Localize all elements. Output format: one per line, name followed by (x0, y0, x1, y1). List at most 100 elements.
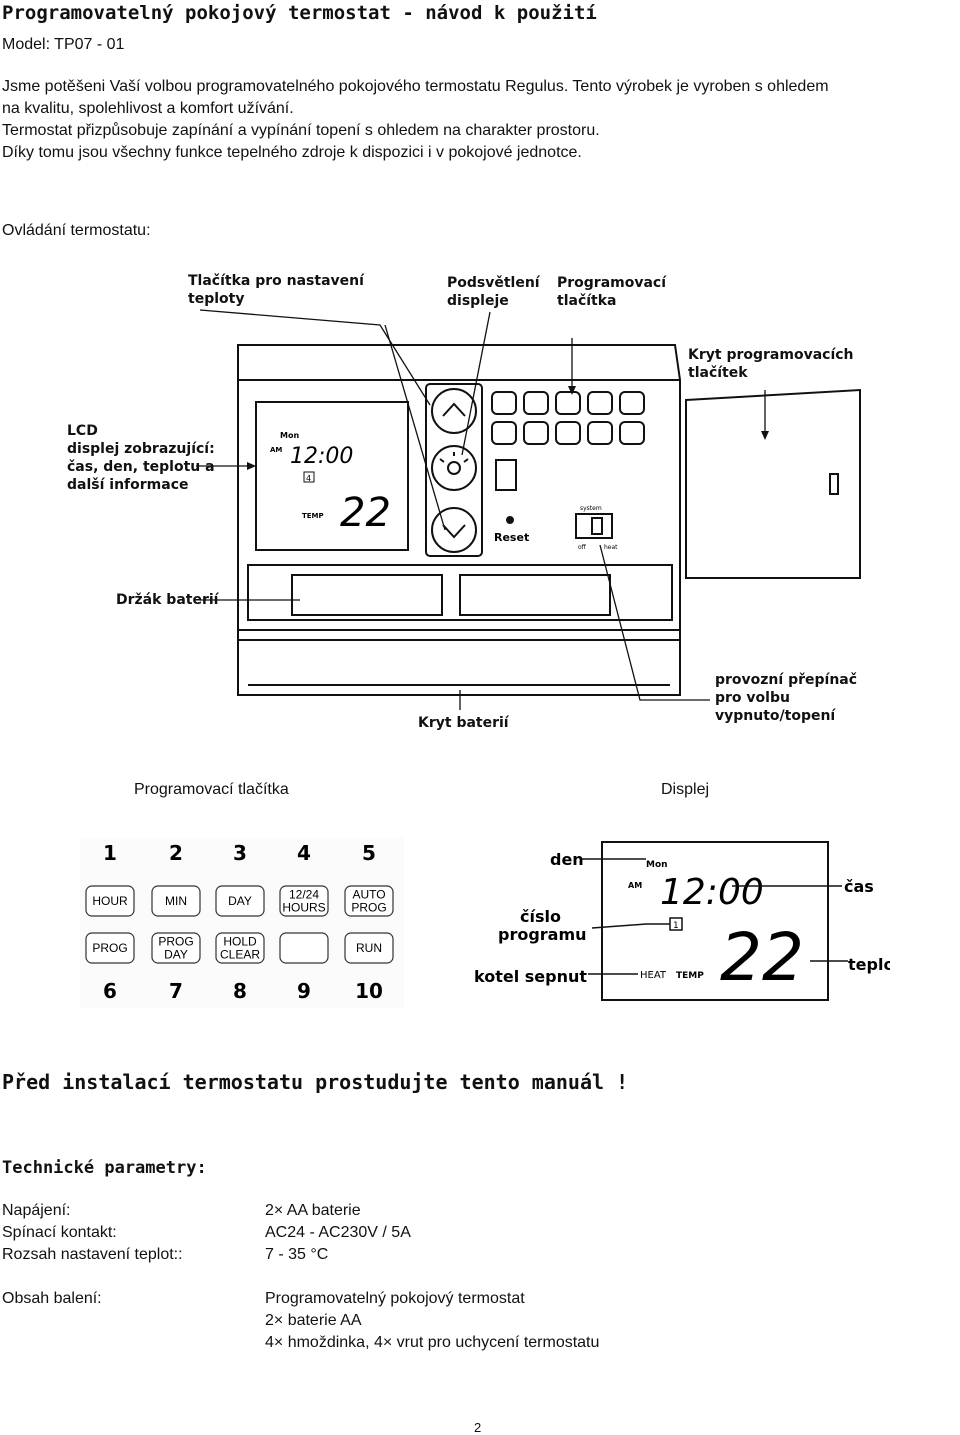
callout-line: Programovací (557, 275, 667, 291)
button-label: PROG (351, 901, 386, 915)
page-number: 2 (474, 1420, 482, 1435)
model-number: Model: TP07 - 01 (2, 36, 125, 53)
lcd-ampm: AM (270, 446, 282, 454)
prog-button-3 (215, 885, 265, 917)
package-item: 2× baterie AA (265, 1312, 362, 1329)
tech-label: Rozsah nastavení teplot:: (2, 1246, 183, 1263)
callout-battery-cover: Kryt baterií (418, 715, 509, 731)
button-number: 1 (103, 841, 117, 865)
callout-line: tlačítek (688, 365, 748, 381)
callout-line: pro volbu (715, 690, 790, 706)
lcd-program: 4 (306, 474, 311, 483)
lcd-temp-label: TEMP (302, 512, 324, 520)
program-button-grid (491, 391, 645, 445)
intro-line: Termostat přizpůsobuje zapínání a vypíná… (2, 122, 600, 139)
lcd-day: Mon (280, 431, 299, 440)
intro-line: Jsme potěšeni Vaší volbou programovateln… (2, 78, 829, 95)
lcd-window (255, 401, 409, 551)
warning-text: Před instalací termostatu prostudujte te… (2, 1070, 629, 1094)
callout-line: vypnuto/topení (715, 708, 836, 724)
prog-button-4 (279, 885, 329, 917)
button-label: PROG (92, 941, 127, 955)
page-title: Programovatelný pokojový termostat - náv… (2, 2, 597, 24)
display-label-program-2: programu (498, 925, 587, 944)
temp-up-button (431, 388, 477, 434)
callout-battery-holder: Držák baterií (116, 592, 219, 608)
button-label: CLEAR (220, 948, 260, 962)
button-number: 10 (355, 979, 383, 1003)
tech-value: 2× AA baterie (265, 1202, 361, 1219)
display-label-day: den (550, 850, 584, 869)
thermostat-illustration: Mon AM 12:00 4 TEMP 22 Reset system off … (196, 309, 861, 710)
intro-line: Díky tomu jsou všechny funkce tepelného … (2, 144, 582, 161)
package-item: 4× hmoždinka, 4× vrut pro uchycení termo… (265, 1334, 600, 1351)
callout-temp-buttons: Tlačítka pro nastavení teploty (188, 272, 364, 308)
switch-off-label: off (578, 544, 587, 551)
package-label: Obsah balení: (2, 1290, 102, 1307)
button-label: MIN (165, 894, 187, 908)
button-label: PROG (158, 935, 193, 949)
switch-heat-label: heat (604, 544, 618, 551)
prog-button-1 (85, 885, 135, 917)
display-label-program-1: číslo (520, 907, 561, 926)
button-label: HOURS (282, 901, 325, 915)
prog-buttons-heading: Programovací tlačítka (134, 781, 289, 798)
callout-cover: Kryt programovacích tlačítek (688, 346, 854, 382)
prog-button-8 (215, 932, 265, 964)
callout-line: displeje (447, 293, 509, 309)
display-label-time: čas (844, 877, 874, 896)
display-frame (601, 841, 829, 1001)
thermostat-body (237, 344, 681, 641)
tech-heading: Technické parametry: (2, 1158, 207, 1178)
temp-button-panel (425, 383, 483, 557)
prog-button-7 (151, 932, 201, 964)
callout-line: Tlačítka pro nastavení (188, 273, 364, 289)
button-label: RUN (356, 941, 382, 955)
button-number: 5 (362, 841, 376, 865)
package-item: Programovatelný pokojový termostat (265, 1290, 525, 1307)
button-number: 8 (233, 979, 247, 1003)
button-number: 7 (169, 979, 183, 1003)
tech-label: Spínací kontakt: (2, 1224, 117, 1241)
backlight-button (431, 445, 477, 491)
system-label: system (580, 505, 602, 512)
display-day: Mon (646, 860, 668, 870)
display-heading: Displej (661, 781, 710, 798)
battery-cover (237, 629, 681, 696)
intro-line: na kvalitu, spolehlivost a komfort užívá… (2, 100, 294, 117)
button-cover (685, 388, 861, 579)
intro-paragraph: Jsme potěšeni Vaší volbou programovateln… (2, 76, 960, 164)
button-number: 3 (233, 841, 247, 865)
temp-down-button (431, 507, 477, 553)
tech-labels: Napájení: Spínací kontakt: Rozsah nastav… (2, 1200, 183, 1266)
prog-button-2 (151, 885, 201, 917)
display-temp: 22 (720, 919, 804, 996)
prog-button-10 (344, 932, 394, 964)
display-figure: Mon AM 12:00 1 HEAT TEMP 22 den číslo pr… (474, 841, 890, 1001)
controls-heading: Ovládání termostatu: (2, 222, 151, 239)
display-label-temp: teplota (848, 955, 890, 974)
battery-holder (247, 564, 673, 621)
callout-line: další informace (67, 477, 189, 493)
display-ampm: AM (628, 881, 642, 890)
prog-button-5 (344, 885, 394, 917)
tech-values: 2× AA baterie AC24 - AC230V / 5A 7 - 35 … (265, 1200, 411, 1266)
system-switch (575, 513, 613, 539)
display-label-boiler: kotel sepnut (474, 967, 587, 986)
tech-value: AC24 - AC230V / 5A (265, 1224, 411, 1241)
callout-backlight: Podsvětlení displeje (447, 274, 540, 310)
backlight-switch (495, 459, 517, 491)
display-heat: HEAT (640, 970, 667, 981)
callout-prog-buttons: Programovací tlačítka (557, 274, 666, 310)
callout-lcd: LCD displej zobrazující: čas, den, teplo… (67, 422, 215, 494)
callout-line: Podsvětlení (447, 275, 540, 291)
callout-line: teploty (188, 291, 245, 307)
callout-line: provozní přepínač (715, 672, 858, 688)
button-number: 4 (297, 841, 311, 865)
button-label: DAY (164, 948, 188, 962)
display-program: 1 (673, 921, 679, 931)
button-label: HOLD (223, 935, 257, 949)
lcd-temp: 22 (340, 490, 391, 536)
reset-label: Reset (494, 531, 529, 544)
